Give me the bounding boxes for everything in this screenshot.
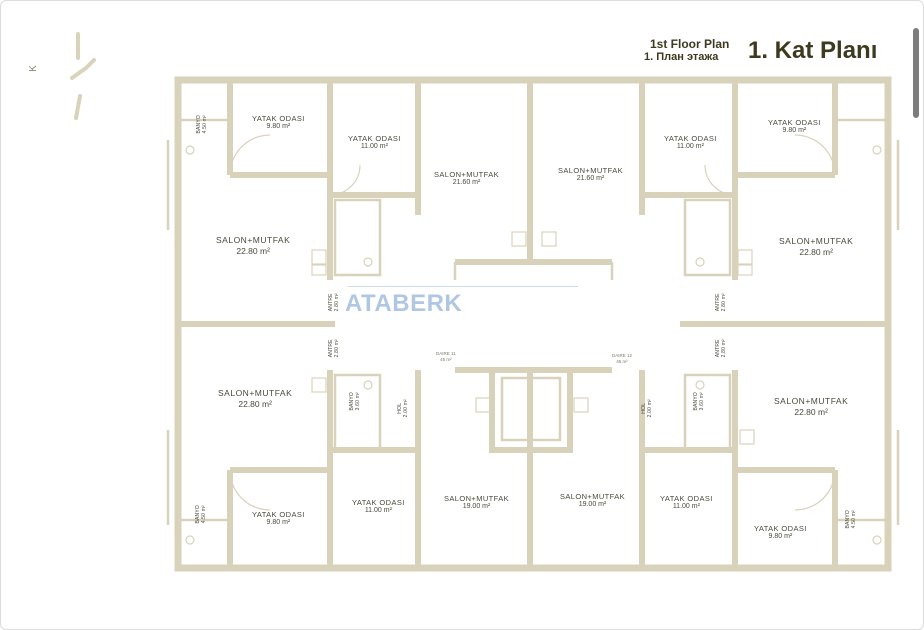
watermark-line — [348, 286, 578, 287]
thin-partitions — [166, 118, 900, 525]
scrollbar-thumb[interactable] — [913, 28, 919, 118]
exterior-walls — [174, 76, 892, 572]
plan-title-russian: 1. План этажа — [644, 51, 719, 63]
interior-walls — [175, 80, 888, 568]
fixtures — [185, 134, 882, 545]
plan-title-turkish: 1. Kat Planı — [748, 37, 878, 64]
vertical-scrollbar[interactable] — [912, 0, 922, 630]
compass-icon — [70, 32, 96, 120]
plan-title-english: 1st Floor Plan — [650, 37, 730, 51]
watermark-logo: ATABERK — [345, 290, 463, 317]
